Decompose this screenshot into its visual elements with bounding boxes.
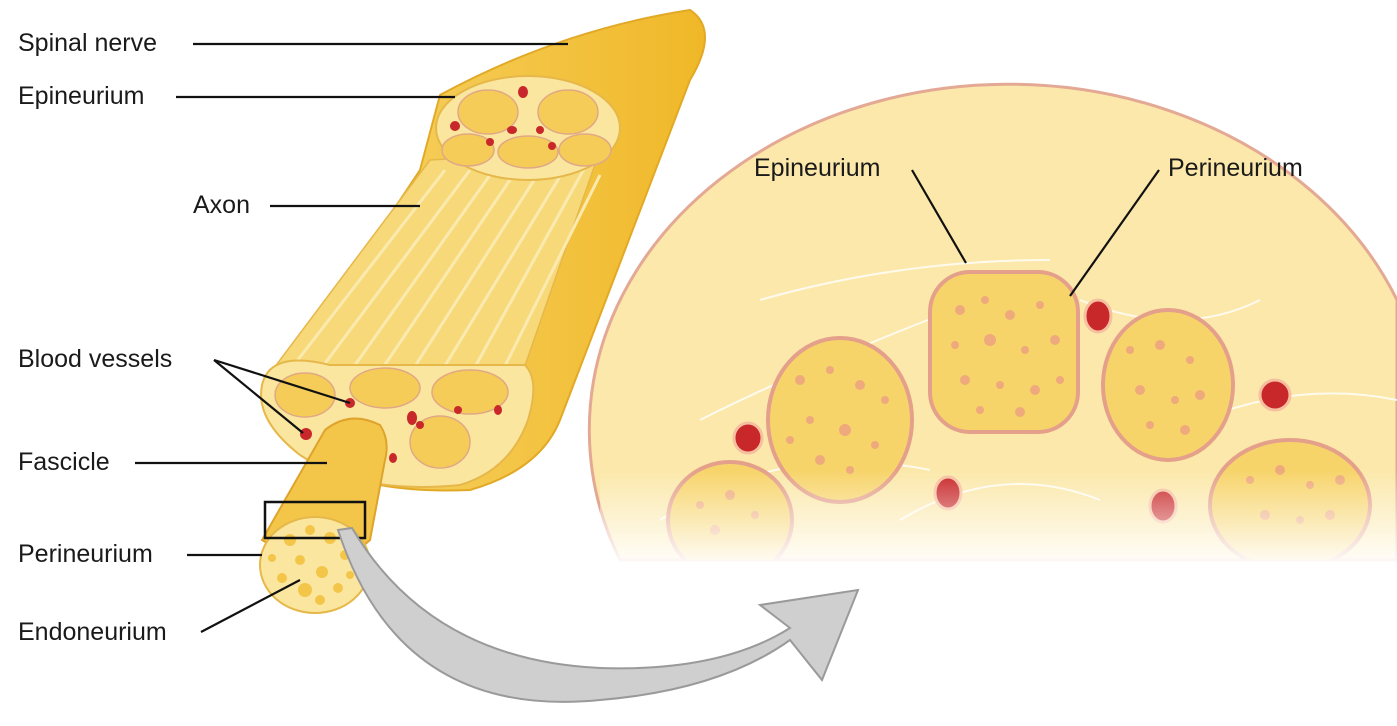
- label-perineurium-right: Perineurium: [1168, 156, 1303, 181]
- label-fascicle: Fascicle: [18, 450, 110, 475]
- label-blood-vessels: Blood vessels: [18, 347, 172, 372]
- fascicle-center: [930, 272, 1078, 432]
- label-epineurium-right: Epineurium: [754, 156, 880, 181]
- label-axon: Axon: [193, 193, 250, 218]
- label-perineurium-left: Perineurium: [18, 542, 153, 567]
- label-epineurium-left: Epineurium: [18, 84, 144, 109]
- label-spinal-nerve: Spinal nerve: [18, 31, 157, 56]
- bottom-fade: [600, 470, 1397, 570]
- fascicle-right: [1103, 310, 1233, 460]
- label-endoneurium: Endoneurium: [18, 620, 167, 645]
